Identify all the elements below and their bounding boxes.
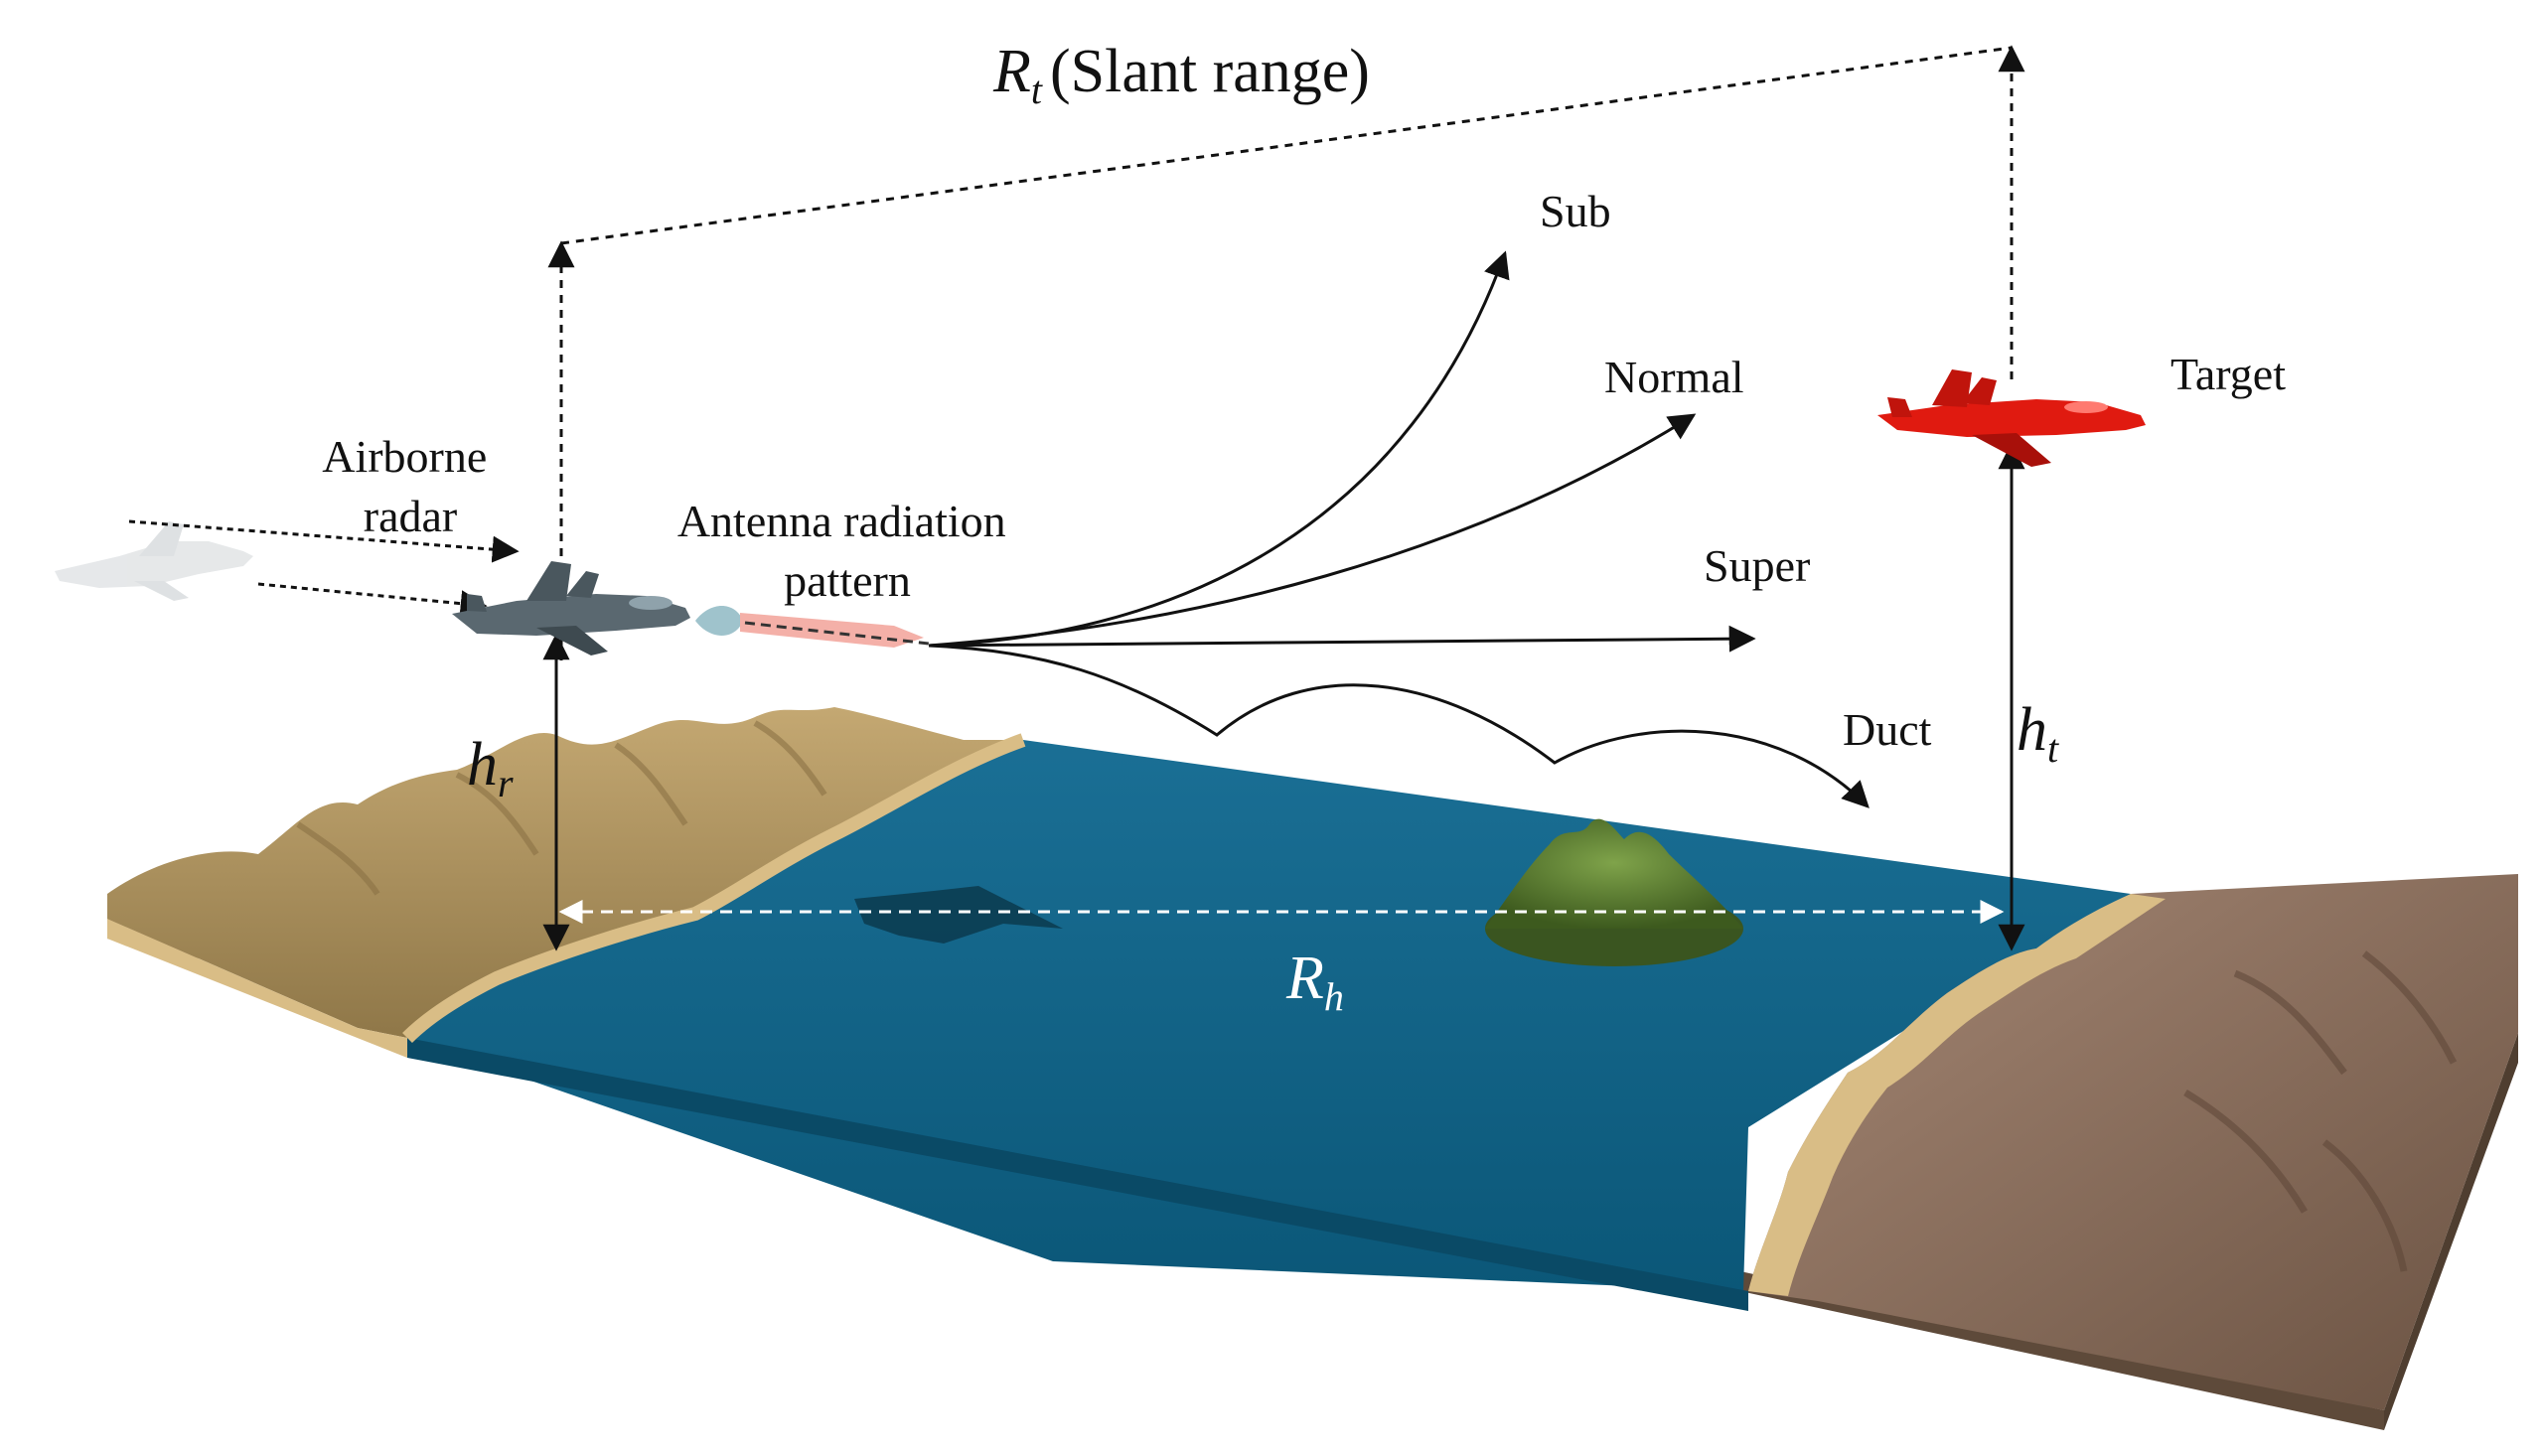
target-aircraft-icon: [1877, 369, 2146, 467]
ht-label: ht: [2017, 696, 2059, 771]
duct-label: Duct: [1843, 704, 1932, 755]
antenna-beam-icon: [695, 606, 930, 648]
slant-range-path: [547, 45, 2025, 660]
normal-label: Normal: [1604, 352, 1744, 402]
sea-surface: [407, 740, 2131, 1291]
sea-front-edge: [407, 1038, 1748, 1311]
rh-label: Rh: [1285, 945, 1344, 1019]
duct-curve: [928, 644, 1870, 808]
antenna-pattern-label: Antenna radiation pattern: [677, 496, 1017, 606]
sub-label: Sub: [1540, 186, 1611, 236]
hr-label: hr: [467, 731, 514, 805]
sub-curve: [928, 250, 1510, 648]
airborne-radar-label: Airborne radar: [322, 431, 499, 541]
ghost-aircraft-icon: [55, 521, 253, 601]
right-ridges: [2183, 950, 2458, 1272]
super-label: Super: [1704, 540, 1810, 591]
right-beach: [1748, 894, 2166, 1296]
motion-arrow-lower: [257, 582, 488, 618]
terrain-block: [107, 707, 2518, 1430]
dune-shading: [296, 720, 827, 896]
left-beach: [107, 919, 407, 1058]
target-label: Target: [2170, 349, 2286, 399]
radar-aircraft-icon: [452, 561, 690, 655]
slant-range-label: Rt(Slant range): [992, 38, 1370, 112]
propagation-curves: [928, 250, 1870, 808]
slab-right-face: [2384, 1033, 2518, 1430]
normal-curve: [928, 413, 1697, 648]
super-curve: [928, 625, 1756, 653]
